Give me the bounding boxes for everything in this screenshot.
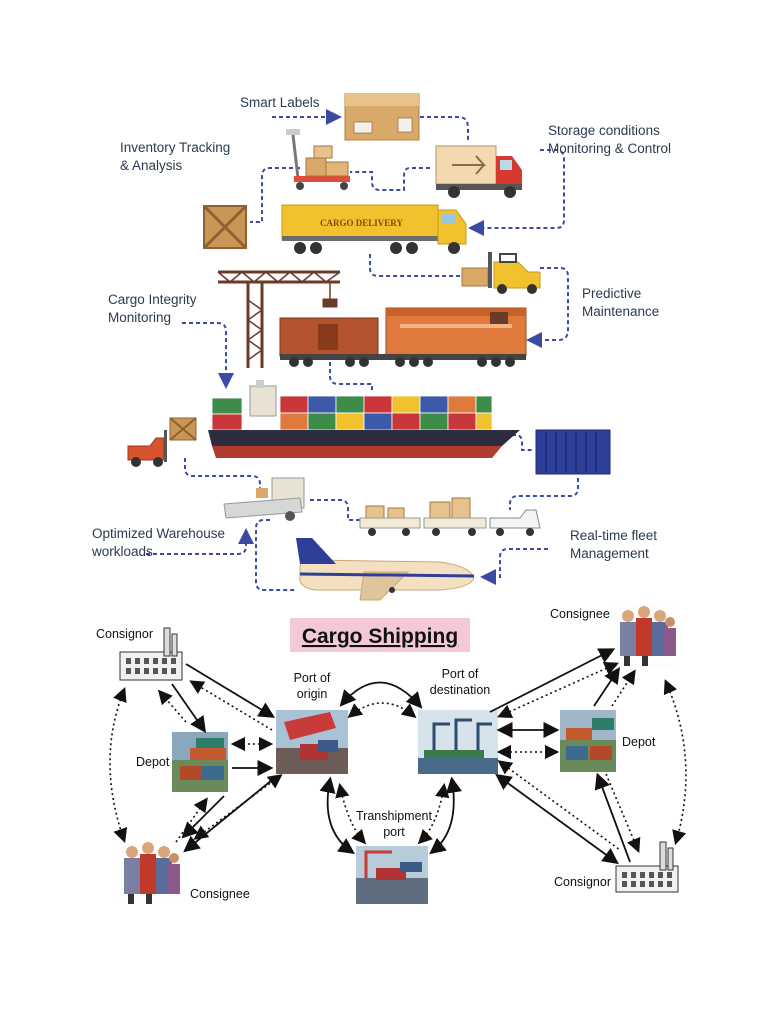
transhipment-port-photo <box>356 846 428 904</box>
port-of-destination-label-line1: Port of <box>442 667 479 681</box>
forklift-image <box>461 252 541 294</box>
transhipment-port-label-line1: Transhipment <box>356 809 432 823</box>
depot-left-photo <box>172 732 228 792</box>
consignor-left-label: Consignor <box>96 627 153 641</box>
fleet-management-label-line2: Management <box>570 546 649 561</box>
container-ship-image <box>208 380 520 458</box>
delivery-truck-image <box>435 145 522 198</box>
title-background <box>290 618 470 652</box>
top-logistics-diagram: CARGO DELIVERY <box>91 93 671 601</box>
inventory-tracking-label-line1: Inventory Tracking <box>120 140 230 155</box>
gantry-crane-image <box>217 270 341 368</box>
inventory-tracking-label-line2: & Analysis <box>120 158 183 173</box>
storage-conditions-label-line1: Storage conditions <box>548 123 660 138</box>
diagram-title: Cargo Shipping <box>302 625 458 648</box>
cargo-delivery-truck-image: CARGO DELIVERY <box>281 204 467 254</box>
truck-brand-text: CARGO DELIVERY <box>320 218 403 228</box>
predictive-maintenance-label-line1: Predictive <box>582 286 641 301</box>
smart-label-box-image <box>344 93 420 141</box>
transhipment-port-label-line2: port <box>383 825 405 839</box>
dashed-connectors <box>146 109 579 591</box>
port-of-origin-label-line1: Port of <box>294 671 331 685</box>
port-of-destination-label-line2: destination <box>430 683 491 697</box>
cargo-tug-train-image <box>359 497 541 536</box>
predictive-maintenance-label-line2: Maintenance <box>582 304 659 319</box>
fleet-management-label-line1: Real-time fleet <box>570 528 657 543</box>
shipping-container-image <box>535 429 611 475</box>
consignee-right-label: Consignee <box>550 607 610 621</box>
depot-right-label: Depot <box>622 735 656 749</box>
dotted-flow-arrows <box>109 662 687 853</box>
depot-left-label: Depot <box>136 755 170 769</box>
cargo-integrity-label-line1: Cargo Integrity <box>108 292 197 307</box>
consignor-right-factory-icon <box>615 841 679 893</box>
storage-conditions-label-line2: Monitoring & Control <box>548 141 671 156</box>
warehouse-conveyor-image <box>223 477 305 521</box>
consignor-right-label: Consignor <box>554 875 611 889</box>
port-of-origin-label-line2: origin <box>297 687 328 701</box>
optimized-warehouse-label-line1: Optimized Warehouse <box>92 526 225 541</box>
small-forklift-image <box>127 417 197 467</box>
consignee-left-crowd-icon <box>118 840 182 904</box>
consignee-left-label: Consignee <box>190 887 250 901</box>
cargo-shipping-network-diagram: Cargo Shipping <box>96 606 687 904</box>
pallet-jack-image <box>286 129 350 190</box>
freight-train-image <box>279 307 527 367</box>
consignor-left-factory-icon <box>119 627 183 681</box>
consignee-right-crowd-icon <box>614 606 678 668</box>
wooden-crate-image <box>202 204 248 250</box>
port-of-destination-photo <box>418 710 498 774</box>
cargo-integrity-label-line2: Monitoring <box>108 310 171 325</box>
smart-labels-label: Smart Labels <box>240 95 320 110</box>
depot-right-photo <box>560 710 616 772</box>
cargo-airplane-image <box>296 538 475 601</box>
port-of-origin-photo <box>276 710 348 774</box>
optimized-warehouse-label-line2: workloads <box>91 544 153 559</box>
